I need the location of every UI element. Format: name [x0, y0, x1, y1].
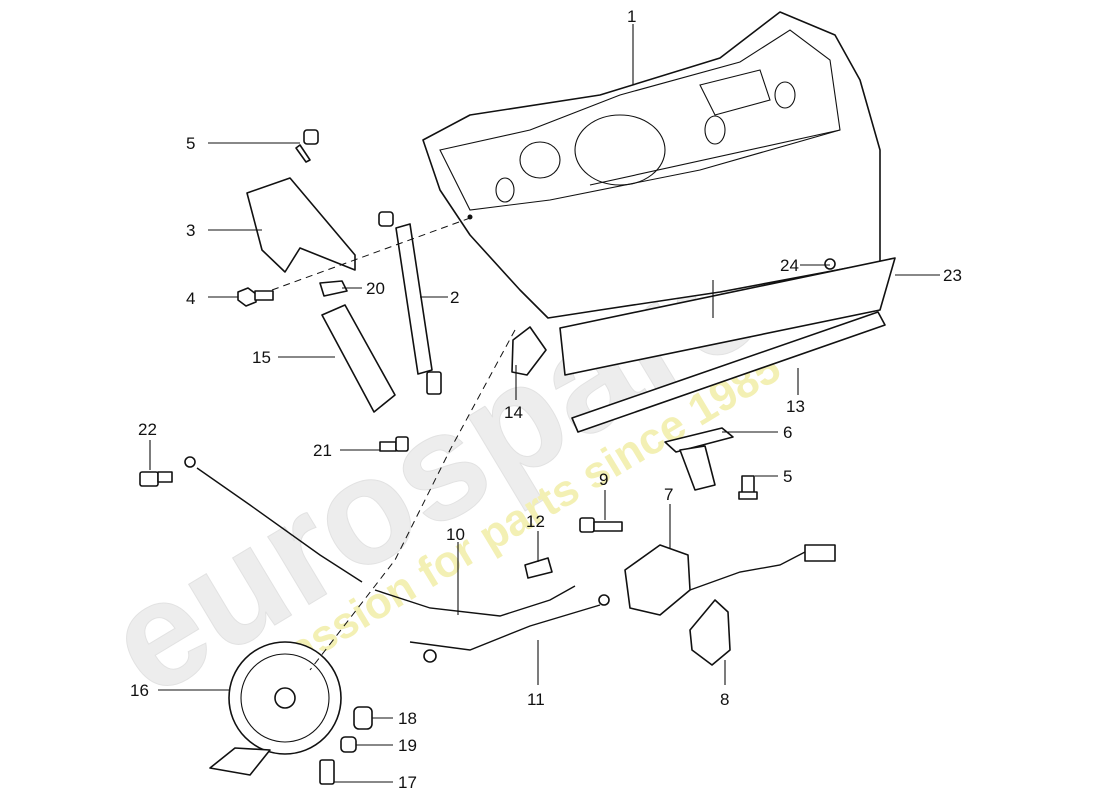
callout-8: 8: [720, 690, 729, 709]
callout-6: 6: [783, 423, 792, 442]
lock-part: [624, 544, 691, 616]
hinge-part: [246, 177, 356, 273]
callout-11: 11: [527, 690, 545, 709]
bolt-part: [237, 287, 274, 307]
callout-7: 7: [664, 485, 673, 504]
bolt-small-part: [379, 436, 409, 452]
grommet-part: [353, 706, 373, 730]
connector-wire-part: [689, 544, 836, 591]
callout-24: 24: [780, 256, 799, 275]
nut-part: [824, 258, 836, 270]
callout-2: 2: [450, 288, 459, 307]
buffer-part: [319, 280, 348, 297]
rear-lid-part: [422, 11, 881, 319]
assembly-line-fan: [309, 329, 516, 671]
screw-side-part: [139, 471, 173, 487]
control-cable-part: [409, 594, 610, 663]
nut-fan-part: [340, 736, 357, 753]
lid-seal-strip-part: [559, 257, 896, 376]
callout-13: 13: [786, 397, 805, 416]
callout-3: 3: [186, 221, 195, 240]
clip-part: [524, 557, 553, 579]
callout-1: 1: [627, 7, 636, 26]
rubber-boot-part: [511, 326, 547, 376]
callout-4: 4: [186, 289, 195, 308]
screw-lower-part: [738, 475, 758, 500]
fan-part: [209, 641, 342, 776]
support-bracket-part: [321, 304, 396, 413]
callout-14: 14: [504, 403, 523, 422]
callout-16: 16: [130, 681, 149, 700]
callout-10: 10: [446, 525, 465, 544]
callout-19: 19: [398, 736, 417, 755]
callout-12: 12: [526, 512, 545, 531]
callout-5-lower: 5: [783, 467, 792, 486]
trim-strip-part: [571, 311, 886, 433]
leader-lines: [149, 24, 940, 783]
callout-18: 18: [398, 709, 417, 728]
mounting-plate-part: [664, 427, 734, 491]
release-cable-part: [184, 456, 576, 617]
latch-bolt-part: [579, 517, 623, 533]
callout-21: 21: [313, 441, 332, 460]
callout-15: 15: [252, 348, 271, 367]
gas-strut-part: [378, 211, 442, 395]
lock-bracket-part: [689, 599, 731, 666]
screw-top-part: [295, 129, 319, 163]
callout-23: 23: [943, 266, 962, 285]
callout-20: 20: [366, 279, 385, 298]
callout-5-top: 5: [186, 134, 195, 153]
callout-22: 22: [138, 420, 157, 439]
callout-9: 9: [599, 470, 608, 489]
callout-17: 17: [398, 773, 417, 792]
bolt-fan-part: [319, 759, 335, 785]
callout-labels: 1 2 3 4 5 5 6 7 8 9 10 11 12 13 14 15 16…: [130, 7, 962, 792]
